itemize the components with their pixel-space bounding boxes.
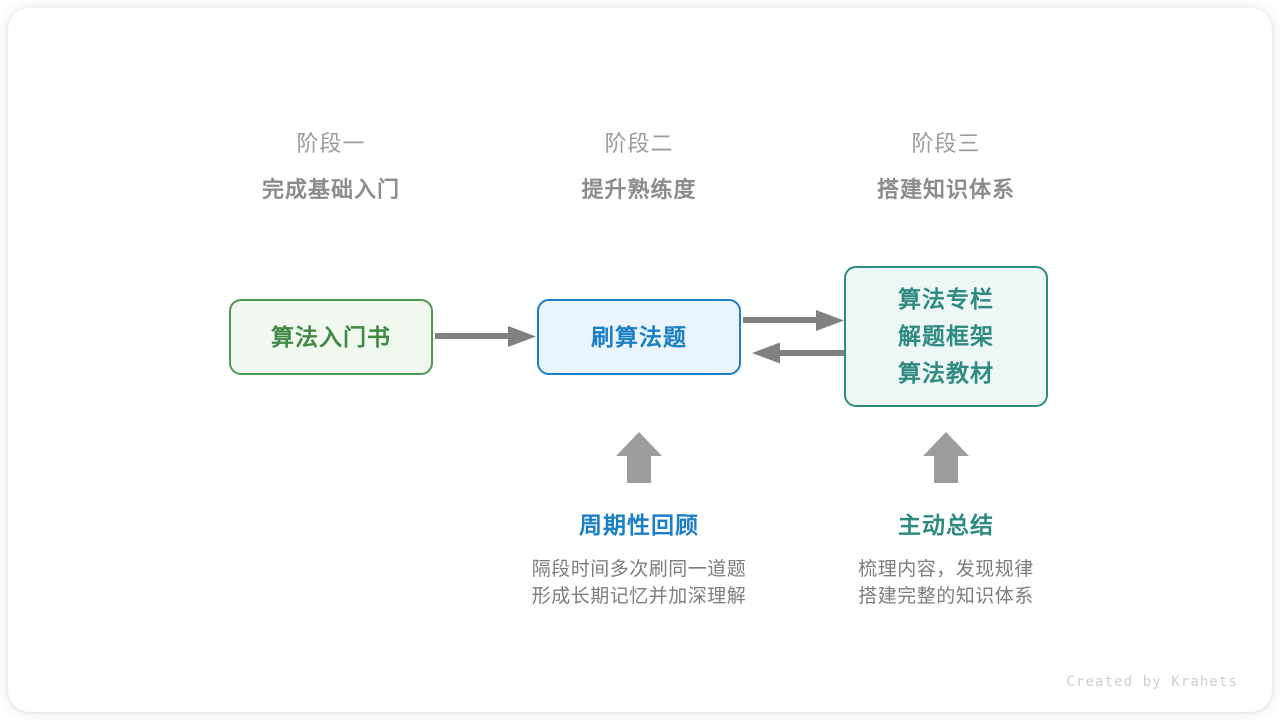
- note-review-title: 周期性回顾: [579, 512, 699, 538]
- note-review-line-1: 隔段时间多次刷同一道题: [531, 559, 747, 580]
- stage-header-2: 阶段二 提升熟练度: [499, 127, 779, 207]
- stage-2-title: 提升熟练度: [581, 177, 697, 202]
- node-practice-line-1: 刷算法题: [591, 323, 687, 350]
- note-summary-title: 主动总结: [898, 512, 994, 538]
- stage-1-index: 阶段一: [296, 131, 366, 156]
- node-resources-line-3: 算法教材: [898, 360, 994, 386]
- stage-header-3: 阶段三 搭建知识体系: [806, 127, 1086, 207]
- stage-header-1: 阶段一 完成基础入门: [191, 127, 471, 207]
- credit-label: Created by Krahets: [1066, 674, 1238, 690]
- node-resources-line-1: 算法专栏: [898, 286, 994, 312]
- stage-3-title: 搭建知识体系: [876, 177, 1015, 202]
- node-algorithm-intro-book[interactable]: 算法入门书: [229, 299, 433, 375]
- note-summary-line-1: 梳理内容，发现规律: [858, 559, 1034, 580]
- note-active-summary: 主动总结 梳理内容，发现规律 搭建完整的知识体系: [796, 508, 1096, 610]
- node-practice-problems[interactable]: 刷算法题: [537, 299, 741, 375]
- note-summary-line-2: 搭建完整的知识体系: [858, 586, 1034, 607]
- stage-1-title: 完成基础入门: [261, 177, 400, 202]
- node-book-line-1: 算法入门书: [271, 323, 391, 350]
- node-knowledge-resources[interactable]: 算法专栏 解题框架 算法教材: [844, 266, 1048, 407]
- node-resources-line-2: 解题框架: [898, 323, 994, 349]
- note-review-line-2: 形成长期记忆并加深理解: [531, 586, 747, 607]
- stage-3-index: 阶段三: [911, 131, 981, 156]
- stage-2-index: 阶段二: [604, 131, 674, 156]
- note-periodic-review: 周期性回顾 隔段时间多次刷同一道题 形成长期记忆并加深理解: [489, 508, 789, 610]
